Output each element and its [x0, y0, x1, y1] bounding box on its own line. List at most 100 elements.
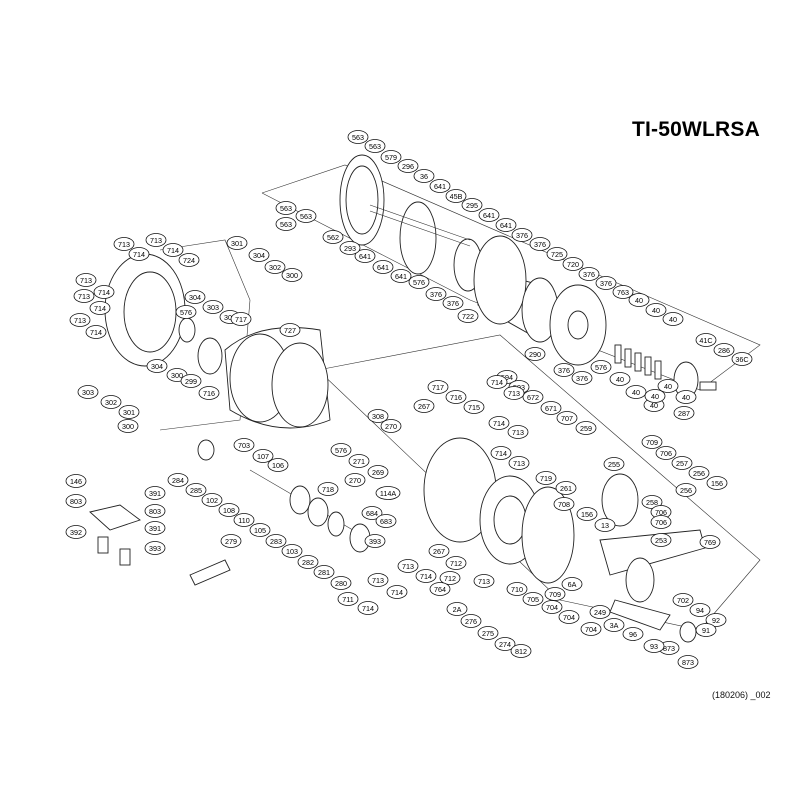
part-number-bubble: 576	[590, 360, 612, 374]
part-number-text: 713	[512, 428, 524, 437]
part-number-bubble: 40	[675, 390, 697, 404]
part-number-text: 284	[172, 476, 184, 485]
part-number-bubble: 715	[463, 400, 485, 414]
part-number-bubble: 283	[265, 534, 287, 548]
part-number-bubble: 717	[427, 380, 449, 394]
part-number-bubble: 713	[367, 573, 389, 587]
drawing-revision-code: (180206) _002	[712, 690, 771, 700]
part-number-text: 110	[238, 516, 249, 525]
part-number-text: 301	[123, 408, 135, 417]
main-shaft-assembly	[197, 439, 371, 553]
part-number-text: 641	[395, 272, 407, 281]
part-number-bubble: 146	[65, 474, 87, 488]
part-number-text: 114A	[380, 489, 396, 498]
part-number-text: 391	[149, 524, 161, 533]
part-number-text: 672	[527, 393, 539, 402]
part-number-bubble: 714	[415, 569, 437, 583]
part-number-bubble: 392	[65, 525, 87, 539]
part-number-bubble: 713	[113, 237, 135, 251]
part-number-bubble: 576	[408, 275, 430, 289]
part-number-bubble: 716	[445, 390, 467, 404]
part-number-bubble: 269	[367, 465, 389, 479]
part-number-bubble: 282	[297, 555, 319, 569]
part-number-text: 717	[235, 315, 247, 324]
part-number-text: 769	[704, 538, 716, 547]
handle-assembly	[599, 529, 706, 643]
part-number-text: 300	[224, 313, 236, 322]
part-number-text: 714	[94, 304, 106, 313]
part-number-text: 271	[353, 457, 365, 466]
part-number-text: 376	[430, 290, 442, 299]
part-number-text: 304	[151, 362, 163, 371]
part-number-bubble: 376	[595, 276, 617, 290]
part-number-text: 562	[327, 233, 339, 242]
part-number-bubble: 376	[529, 237, 551, 251]
part-number-text: 257	[676, 459, 688, 468]
part-number-text: 376	[447, 299, 459, 308]
part-number-bubble: 267	[428, 544, 450, 558]
part-number-text: 96	[629, 630, 637, 639]
part-number-text: 713	[74, 316, 86, 325]
part-number-text: 276	[465, 617, 477, 626]
part-number-text: 40	[652, 306, 660, 315]
part-number-bubble: 280	[330, 576, 352, 590]
part-number-text: 713	[78, 292, 90, 301]
part-number-text: 304	[189, 293, 201, 302]
part-number-text: 304	[253, 251, 265, 260]
part-number-bubble: 576	[330, 443, 352, 457]
part-number-text: 704	[563, 613, 575, 622]
part-number-bubble: 114A	[375, 486, 401, 500]
part-number-bubble: 40	[609, 372, 631, 386]
part-number-text: 713	[150, 236, 162, 245]
part-number-labels: 5635635792963664145B29564164137637672572…	[65, 130, 753, 669]
part-number-text: 293	[344, 244, 356, 253]
part-number-text: 641	[377, 263, 389, 272]
left-side-plate	[104, 253, 223, 375]
part-number-text: 720	[567, 260, 579, 269]
part-number-bubble: 2A	[446, 602, 468, 616]
part-number-text: 287	[678, 409, 690, 418]
part-number-text: 300	[286, 271, 298, 280]
part-number-text: 702	[677, 596, 689, 605]
part-number-bubble: 376	[571, 371, 593, 385]
part-number-bubble: 563	[364, 139, 386, 153]
part-number-bubble: 301	[226, 236, 248, 250]
part-number-text: 717	[432, 383, 444, 392]
part-number-bubble: 296	[397, 159, 419, 173]
part-number-bubble: 714	[488, 416, 510, 430]
part-number-bubble: 563	[275, 217, 297, 231]
part-number-text: 706	[660, 449, 672, 458]
part-number-bubble: 6A	[561, 577, 583, 591]
part-number-text: 563	[352, 133, 364, 142]
part-number-text: 302	[269, 263, 281, 272]
part-number-bubble: 716	[198, 386, 220, 400]
part-number-bubble: 713	[69, 313, 91, 327]
part-number-text: 873	[663, 644, 675, 653]
part-number-text: 249	[594, 608, 606, 617]
part-number-bubble: 713	[75, 273, 97, 287]
part-number-bubble: 293	[339, 241, 361, 255]
part-number-bubble: 713	[397, 559, 419, 573]
part-number-bubble: 576	[175, 305, 197, 319]
part-number-bubble: 103	[281, 544, 303, 558]
part-number-text: 281	[318, 568, 330, 577]
part-number-bubble: 271	[348, 454, 370, 468]
part-number-text: 594	[501, 373, 513, 382]
part-number-text: 93	[650, 642, 658, 651]
part-number-bubble: 253	[650, 533, 672, 547]
part-number-text: 376	[583, 270, 595, 279]
part-number-text: 302	[105, 398, 117, 407]
part-number-text: 40	[682, 393, 690, 402]
part-number-text: 714	[391, 588, 403, 597]
part-number-text: 295	[466, 201, 478, 210]
part-number-text: 259	[580, 424, 592, 433]
part-number-bubble: 641	[495, 218, 517, 232]
upper-assembly-outline	[261, 164, 761, 391]
part-number-text: 715	[468, 403, 480, 412]
part-number-text: 275	[482, 629, 494, 638]
part-number-text: 286	[718, 346, 730, 355]
part-number-text: 706	[655, 518, 667, 527]
part-number-text: 714	[133, 250, 145, 259]
part-number-bubble: 706	[650, 515, 672, 529]
part-number-text: 683	[380, 517, 392, 526]
